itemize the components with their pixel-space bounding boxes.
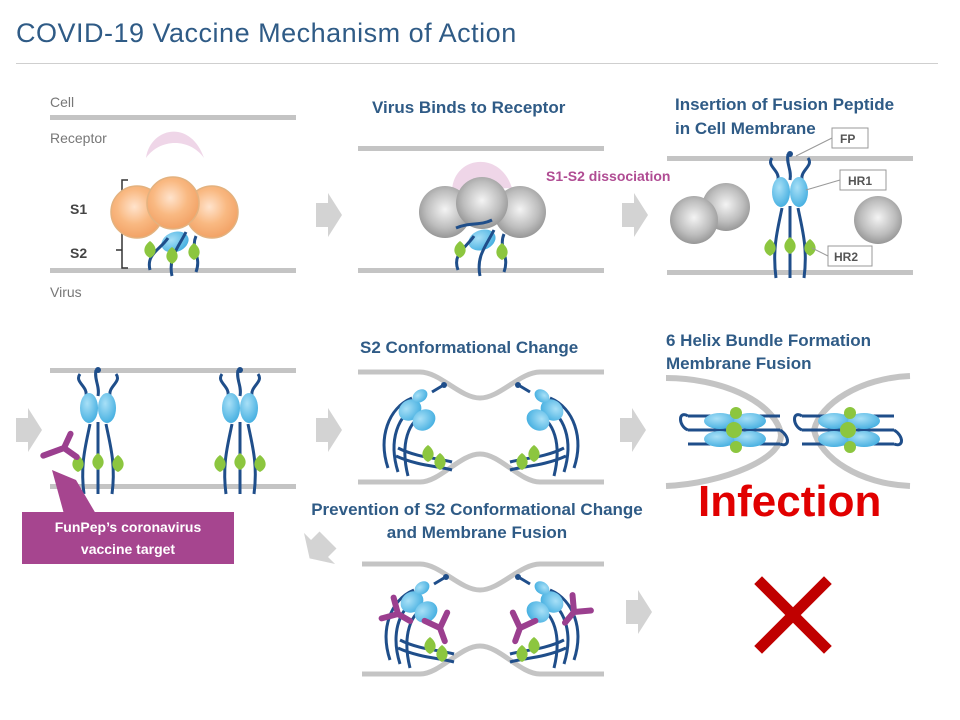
arrow-right [316, 193, 342, 237]
title-divider [16, 63, 938, 64]
panel-helix-bundle: 6 Helix Bundle Formation Membrane Fusion… [665, 331, 911, 526]
s1-subunit [146, 176, 200, 230]
s1-subunit [456, 177, 508, 229]
arrow-right [620, 408, 646, 452]
panel-antibody-target: FunPep’s coronavirus vaccine target [22, 367, 296, 564]
six-helix-bundle [793, 405, 903, 455]
tag-leader-lines [795, 137, 841, 257]
panel-prefusion: Cell Receptor Virus S1 S2 [50, 94, 296, 300]
panel-conformational-change: S2 Conformational Change [358, 338, 604, 485]
step-helix-heading-line2: Membrane Fusion [666, 354, 811, 373]
s1-subunit [854, 196, 902, 244]
cell-label: Cell [50, 94, 74, 110]
s2-folding-spike [510, 382, 578, 476]
panel-insertion: Insertion of Fusion Peptide in Cell Memb… [667, 95, 913, 278]
step-insertion-heading-line1: Insertion of Fusion Peptide [675, 95, 894, 114]
callout-line1: FunPep’s coronavirus [55, 519, 202, 535]
virus-membrane-curved [362, 643, 604, 677]
arrow-right [316, 408, 342, 452]
arrow-right [626, 590, 652, 634]
s2-extended-spike [72, 367, 123, 494]
s2-stalk [144, 231, 200, 277]
s2-extended-spike [764, 151, 815, 278]
s1-subunit [670, 196, 718, 244]
antibody-icon [40, 430, 80, 461]
s2-stalk [454, 218, 508, 277]
cell-membrane [667, 156, 913, 161]
virus-membrane [358, 268, 604, 273]
s1s2-dissociation-label: S1-S2 dissociation [546, 168, 670, 184]
blocked-cross-icon [754, 576, 832, 654]
step-helix-heading-line1: 6 Helix Bundle Formation [666, 331, 871, 350]
step-binds-heading: Virus Binds to Receptor [372, 98, 566, 117]
s2-bracket [116, 231, 128, 269]
step-prevention-heading-line2: and Membrane Fusion [387, 523, 567, 542]
vaccine-target-callout [22, 512, 234, 564]
hr1-label: HR1 [848, 174, 872, 188]
panel-prevention: Prevention of S2 Conformational Change a… [311, 500, 643, 677]
cell-membrane-curved [358, 369, 604, 401]
s1-label: S1 [70, 201, 87, 217]
virus-membrane [50, 484, 296, 489]
virus-membrane [50, 268, 296, 273]
callout-line2: vaccine target [81, 541, 175, 557]
s2-folding-spike [384, 382, 452, 476]
step-conformational-heading: S2 Conformational Change [360, 338, 578, 357]
step-prevention-heading-line1: Prevention of S2 Conformational Change [311, 500, 643, 519]
step-insertion-heading-line2: in Cell Membrane [675, 119, 816, 138]
virus-membrane-curved [358, 451, 604, 485]
cell-membrane [50, 115, 296, 120]
virus-label: Virus [50, 284, 82, 300]
s2-extended-spike [214, 367, 265, 494]
panel-binding: Virus Binds to Receptor S1-S2 dissociati… [358, 98, 670, 277]
cell-membrane [50, 368, 296, 373]
page-title: COVID-19 Vaccine Mechanism of Action [16, 18, 517, 48]
receptor-label: Receptor [50, 130, 107, 146]
arrow-down-left [294, 524, 344, 574]
callout-pointer [52, 470, 96, 514]
receptor-shape [146, 131, 204, 158]
s2-label: S2 [70, 245, 87, 261]
cell-membrane [358, 146, 604, 151]
fp-label: FP [840, 132, 855, 146]
arrow-right [16, 408, 42, 452]
hr2-label: HR2 [834, 250, 858, 264]
hr2-tag-box [827, 245, 873, 267]
arrow-right [622, 193, 648, 237]
cell-membrane-curved [362, 561, 604, 593]
infection-label: Infection [698, 477, 881, 526]
